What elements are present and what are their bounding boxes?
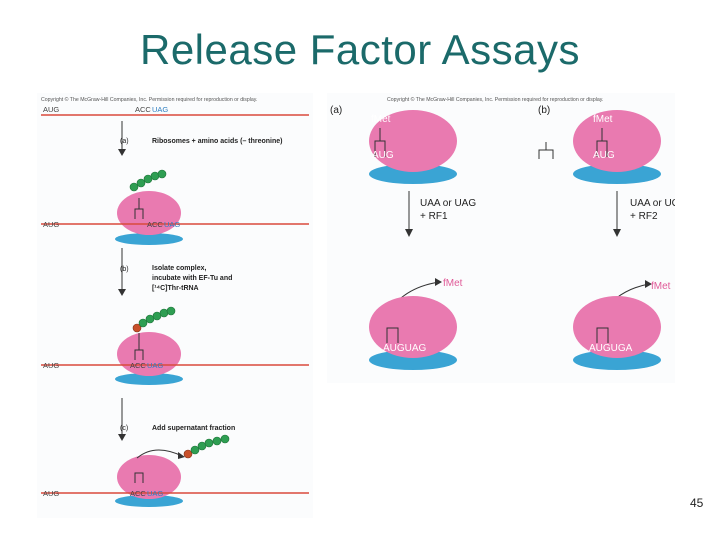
- amino-acid: [190, 445, 200, 455]
- mrna-start-label: AUG: [43, 361, 59, 370]
- ribosome-small-subunit: [369, 350, 457, 370]
- amino-acid: [138, 318, 148, 328]
- fmet-released: fMet: [651, 281, 671, 292]
- ribosome-large-subunit: [573, 110, 661, 172]
- chain-row3: [132, 306, 176, 333]
- panel-b-label: (b): [538, 105, 550, 116]
- codon-top: AUG: [372, 150, 394, 161]
- trna-symbol: [134, 472, 144, 483]
- ribosome-large-subunit: [369, 296, 457, 358]
- step-a-label: (a): [120, 138, 129, 145]
- fmet-label: fMet: [371, 114, 391, 125]
- step-a-text: Ribosomes + amino acids (– threonine): [152, 138, 283, 145]
- step-b-label: (b): [120, 266, 129, 273]
- trna-symbol: [134, 333, 144, 360]
- trna-symbol: [538, 142, 554, 159]
- arrow-head: [118, 289, 126, 296]
- ribosome-large-subunit: [573, 296, 661, 358]
- mrna-start-label: AUG: [43, 220, 59, 229]
- amino-acid: [166, 306, 176, 316]
- ribosome-small-subunit: [115, 495, 183, 507]
- arrow-head: [118, 434, 126, 441]
- trna-symbol: [386, 327, 399, 343]
- ribosome-small-subunit: [115, 233, 183, 245]
- ribosome-small-subunit: [115, 373, 183, 385]
- amino-acid: [204, 438, 214, 448]
- left-copyright: Copyright © The McGraw-Hill Companies, I…: [41, 96, 257, 103]
- fmet-label: fMet: [593, 114, 613, 125]
- slide-title: Release Factor Assays: [139, 26, 580, 73]
- labeled-amino-acid: [183, 449, 193, 459]
- step-c-label: (c): [120, 425, 128, 432]
- amino-acid: [129, 182, 139, 192]
- ribosome-small-subunit: [369, 164, 457, 184]
- arrow-head: [405, 229, 413, 237]
- ribosome-large-subunit: [117, 455, 181, 499]
- codon-pre: ACC: [147, 220, 163, 229]
- panel-a-step-line1: UAA or UAG: [420, 198, 476, 209]
- amino-acid: [212, 436, 222, 446]
- codon-stop: UAG: [147, 361, 163, 370]
- arrow-head: [613, 229, 621, 237]
- arrow-head: [435, 278, 442, 286]
- release-arrow: [136, 449, 183, 459]
- codon-stop: UAG: [164, 220, 180, 229]
- amino-acid: [136, 178, 146, 188]
- codon-pre: ACC: [130, 489, 146, 498]
- codon-stop: UAG: [147, 489, 163, 498]
- panel-a-step-line2: + RF1: [420, 211, 448, 222]
- trna-symbol: [596, 327, 609, 343]
- step-b-line3: [¹⁴C]Thr-tRNA: [152, 285, 199, 292]
- chain-row2: [129, 169, 167, 192]
- ribosome-small-subunit: [573, 350, 661, 370]
- right-figure-diagram: Copyright © The McGraw-Hill Companies, I…: [330, 96, 686, 370]
- codon-bottom: AUGUGA: [589, 343, 633, 354]
- slide-number: 45: [690, 496, 704, 510]
- chain-row4-released: [183, 434, 230, 459]
- arrow-head: [118, 149, 126, 156]
- fmet-released: fMet: [443, 278, 463, 289]
- codon-pre: ACC: [135, 105, 151, 114]
- right-figure: Copyright © The McGraw-Hill Companies, I…: [327, 93, 686, 383]
- amino-acid: [157, 169, 167, 179]
- step-b-line2: incubate with EF-Tu and: [152, 275, 232, 282]
- panel-b-step-line2: + RF2: [630, 211, 658, 222]
- codon-bottom: AUGUAG: [383, 343, 427, 354]
- amino-acid: [220, 434, 230, 444]
- ribosome-large-subunit: [369, 110, 457, 172]
- mrna-start-label: AUG: [43, 489, 59, 498]
- codon-stop: UAG: [152, 105, 168, 114]
- ribosome-small-subunit: [573, 164, 661, 184]
- trna-symbol: [374, 128, 386, 157]
- arrow-head: [645, 280, 652, 288]
- step-b-line1: Isolate complex,: [152, 265, 207, 272]
- right-copyright: Copyright © The McGraw-Hill Companies, I…: [387, 96, 603, 103]
- panel-a-label: (a): [330, 105, 342, 116]
- trna-symbol: [134, 198, 144, 219]
- trna-symbol: [596, 128, 608, 157]
- arrow-head: [178, 452, 185, 459]
- step-c-text: Add supernatant fraction: [152, 425, 235, 432]
- codon-top: AUG: [593, 150, 615, 161]
- panel-b-step-line1: UAA or UGA: [630, 198, 675, 209]
- codon-pre: ACC: [130, 361, 146, 370]
- mrna-start-label: AUG: [43, 105, 59, 114]
- labeled-amino-acid: [132, 323, 142, 333]
- left-figure-diagram: Copyright © The McGraw-Hill Companies, I…: [41, 96, 309, 507]
- left-figure: Copyright © The McGraw-Hill Companies, I…: [37, 93, 313, 518]
